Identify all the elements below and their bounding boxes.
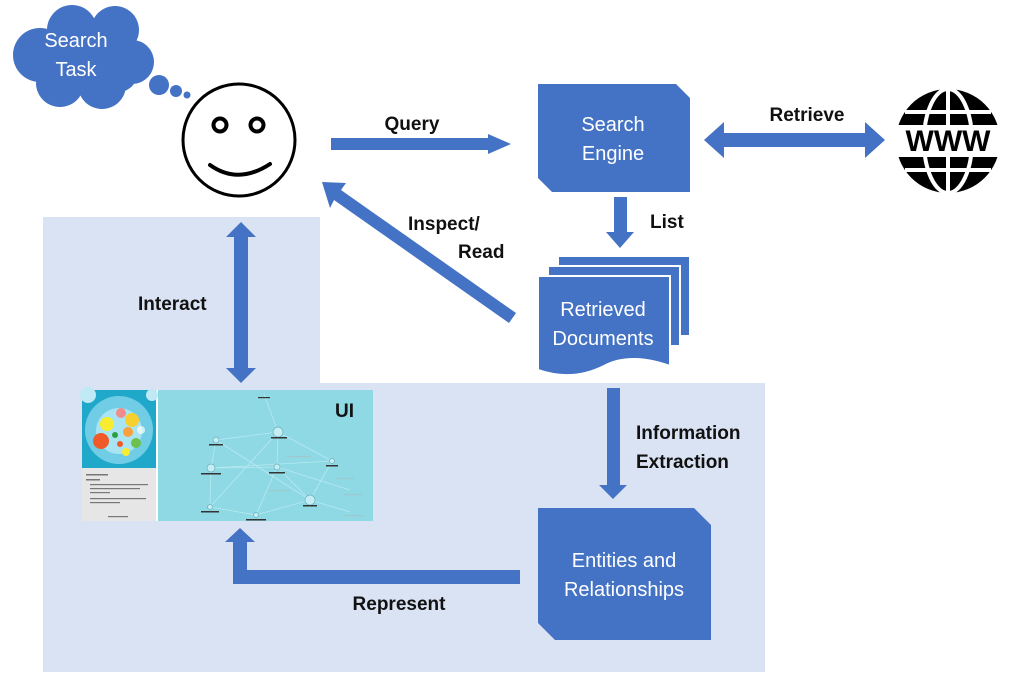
retrieved-documents-text-line1: Retrieved	[560, 299, 646, 321]
search-engine-box[interactable]	[538, 84, 690, 192]
smiley-face-icon	[181, 82, 297, 198]
inspect-label-line1: Inspect/	[408, 214, 481, 235]
info-extraction-label-line2: Extraction	[636, 452, 729, 473]
search-task-cloud	[13, 5, 191, 109]
retrieved-documents-text-line2: Documents	[552, 328, 653, 350]
retrieve-label: Retrieve	[770, 105, 845, 126]
ui-screenshot-thumbnail[interactable]	[80, 387, 373, 521]
www-globe-icon: WWW	[887, 87, 1009, 195]
search-engine-text-line1: Search	[581, 114, 644, 136]
svg-text:WWW: WWW	[906, 125, 992, 158]
query-arrow	[331, 134, 511, 154]
entities-relationships-box[interactable]	[538, 508, 711, 640]
details-panel	[82, 468, 156, 521]
represent-arrow	[225, 528, 520, 584]
cloud-text-line2: Task	[55, 59, 97, 81]
list-arrow	[606, 197, 634, 248]
interact-arrow	[226, 222, 256, 383]
retrieve-arrow	[704, 122, 885, 158]
retrieved-documents-box[interactable]	[537, 255, 691, 377]
inspect-read-arrow	[322, 182, 516, 323]
list-label: List	[650, 212, 684, 233]
information-extraction-arrow	[599, 388, 627, 499]
query-label: Query	[385, 114, 440, 135]
inspect-label-line2: Read	[458, 242, 504, 263]
graph-panel	[158, 390, 373, 521]
cloud-text-line1: Search	[44, 30, 107, 52]
entities-text-line1: Entities and	[572, 550, 677, 572]
search-engine-text-line2: Engine	[582, 143, 644, 165]
interact-label: Interact	[138, 294, 207, 315]
info-extraction-label-line1: Information	[636, 423, 741, 444]
ui-label: UI	[335, 401, 354, 422]
represent-label: Represent	[353, 594, 447, 615]
entities-text-line2: Relationships	[564, 579, 684, 601]
